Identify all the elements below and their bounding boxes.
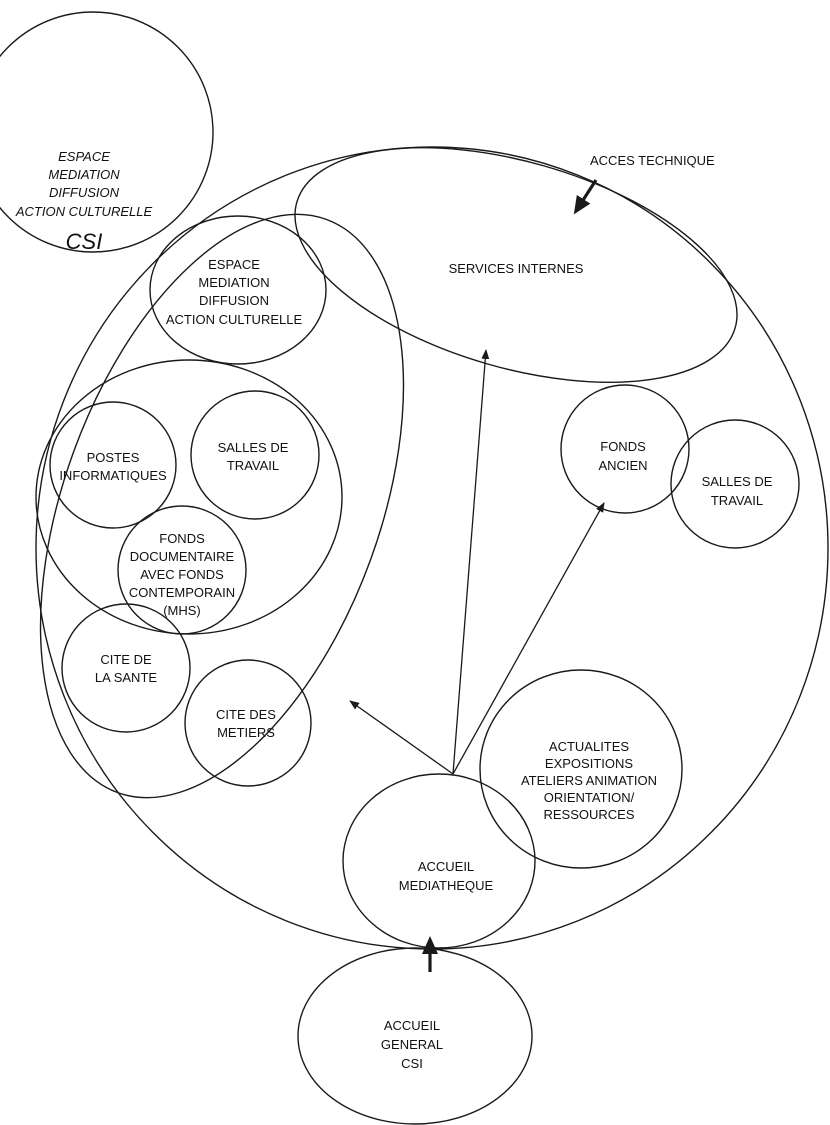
espace-mediation-line: DIFFUSION [199,293,269,308]
salles-de-travail-left-line: TRAVAIL [227,458,279,473]
postes-informatiques-line: INFORMATIQUES [59,468,167,483]
accueil-general-line: CSI [401,1056,423,1071]
fonds-ancien-circle [560,384,690,514]
cite-des-metiers-line: METIERS [217,725,275,740]
actualites-line: ACTUALITES [549,739,630,754]
postes-informatiques-line: POSTES [87,450,140,465]
cite-de-la-sante-circle [61,603,191,733]
fonds-documentaire-circle [117,505,247,635]
espace-mediation-line: ESPACE [208,257,260,272]
cite-de-la-sante-line: CITE DE [100,652,152,667]
arrow-to-services-internes [452,349,490,775]
actualites-line: EXPOSITIONS [545,756,633,771]
csi-label-line: ACTION CULTURELLE [15,204,153,219]
accueil-general-line: ACCUEIL [384,1018,440,1033]
salles-de-travail-right-line: SALLES DE [702,474,773,489]
csi-external-circle [0,11,214,253]
salles-de-travail-right-circle [670,419,800,549]
accueil-general-line: GENERAL [381,1037,443,1052]
accueil-general-ellipse [297,947,533,1125]
services-internes-ellipse [294,147,738,383]
arrow-to-fonds-ancien [452,502,605,775]
left-zone-ellipse [39,213,405,799]
fonds-ancien-line: ANCIEN [598,458,647,473]
postes-informatiques-circle [49,401,177,529]
fonds-documentaire-line: AVEC FONDS [140,567,224,582]
csi-external-labels: ESPACE MEDIATION DIFFUSION ACTION CULTUR… [15,149,153,254]
actualites-labels: ACTUALITES EXPOSITIONS ATELIERS ANIMATIO… [521,739,657,822]
salles-de-travail-right-line: TRAVAIL [711,493,763,508]
cite-de-la-sante-line: LA SANTE [95,670,157,685]
fonds-documentaire-line: DOCUMENTAIRE [130,549,235,564]
csi-label-line: MEDIATION [48,167,120,182]
fonds-documentaire-line: FONDS [159,531,205,546]
accueil-mediatheque-line: MEDIATHEQUE [399,878,494,893]
espace-mediation-line: MEDIATION [198,275,269,290]
salles-de-travail-left-circle [190,390,320,520]
arrow-to-left-zone [349,700,454,775]
csi-label-line: ESPACE [58,149,110,164]
actualites-ellipse [479,669,683,869]
accueil-mediatheque-ellipse [342,773,536,949]
espace-mediation-labels: ESPACE MEDIATION DIFFUSION ACTION CULTUR… [166,257,303,327]
cite-des-metiers-line: CITE DES [216,707,276,722]
fonds-documentaire-line: (MHS) [163,603,201,618]
espace-mediation-line: ACTION CULTURELLE [166,312,303,327]
acces-technique-label: ACCES TECHNIQUE [590,153,715,168]
fonds-documentaire-labels: FONDS DOCUMENTAIRE AVEC FONDS CONTEMPORA… [129,531,235,618]
cite-des-metiers-circle [184,659,312,787]
accueil-mediatheque-line: ACCUEIL [418,859,474,874]
espace-mediation-circle [149,215,327,365]
services-internes-label: SERVICES INTERNES [449,261,584,276]
csi-title: CSI [66,229,103,254]
salles-de-travail-left-line: SALLES DE [218,440,289,455]
acces-technique-arrow [573,179,598,215]
fonds-documentaire-line: CONTEMPORAIN [129,585,235,600]
fonds-ancien-line: FONDS [600,439,646,454]
actualites-line: ORIENTATION/ [544,790,635,805]
actualites-line: ATELIERS ANIMATION [521,773,657,788]
csi-label-line: DIFFUSION [49,185,120,200]
actualites-line: RESSOURCES [543,807,634,822]
